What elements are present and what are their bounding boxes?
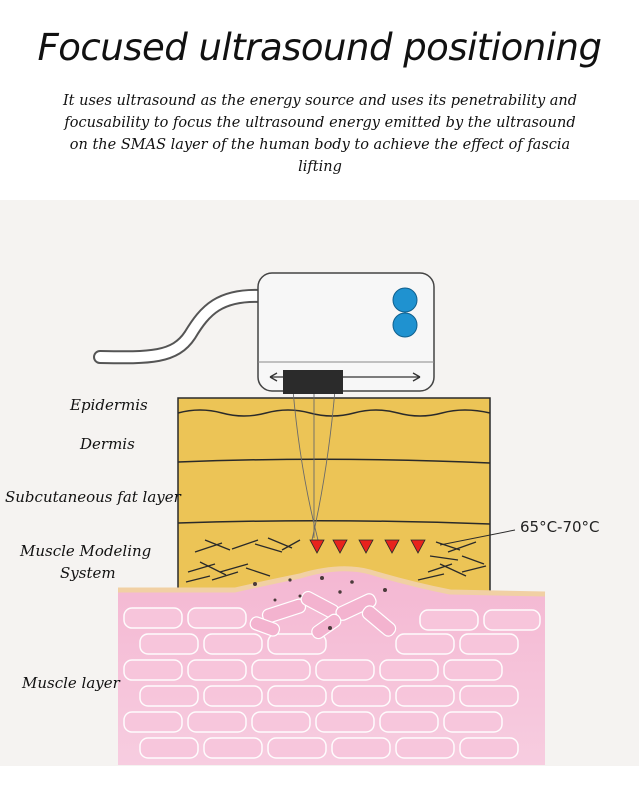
triangle-focus-icon xyxy=(410,539,426,554)
temperature-label: 65°C-70°C xyxy=(520,518,600,536)
device-button-bottom xyxy=(392,312,418,338)
epidermis-boundary xyxy=(177,409,491,417)
triangle-focus-icon xyxy=(358,539,374,554)
tissue-particles xyxy=(253,576,387,630)
dermis-boundary xyxy=(177,458,491,464)
diagram-stage: Epidermis Dermis Subcutaneous fat layer … xyxy=(0,200,639,766)
triangle-focus-icon xyxy=(309,539,325,554)
label-muscle-layer: Muscle layer xyxy=(22,674,120,692)
triangle-focus-icon xyxy=(332,539,348,554)
page-description: It uses ultrasound as the energy source … xyxy=(62,93,578,175)
temperature-leader xyxy=(439,529,516,546)
smas-fibres xyxy=(185,537,487,583)
label-smas-line2: System xyxy=(60,564,116,582)
page-title: Focused ultrasound positioning xyxy=(37,26,602,69)
label-subcutaneous-fat: Subcutaneous fat layer xyxy=(5,488,181,506)
ultrasound-beam xyxy=(292,389,336,541)
ultrasound-handpiece-icon xyxy=(257,272,435,394)
header: Focused ultrasound positioning It uses u… xyxy=(0,0,639,200)
triangle-focus-icon xyxy=(384,539,400,554)
focus-points xyxy=(309,539,426,554)
device-button-top xyxy=(392,287,418,313)
skin-cross-section-diagram xyxy=(93,272,546,765)
label-smas-line1: Muscle Modeling xyxy=(20,542,152,560)
disrupted-cells xyxy=(249,590,397,640)
fat-boundary xyxy=(177,519,491,525)
label-epidermis: Epidermis xyxy=(70,396,148,414)
label-dermis: Dermis xyxy=(80,435,135,453)
muscle-cells xyxy=(123,607,541,759)
